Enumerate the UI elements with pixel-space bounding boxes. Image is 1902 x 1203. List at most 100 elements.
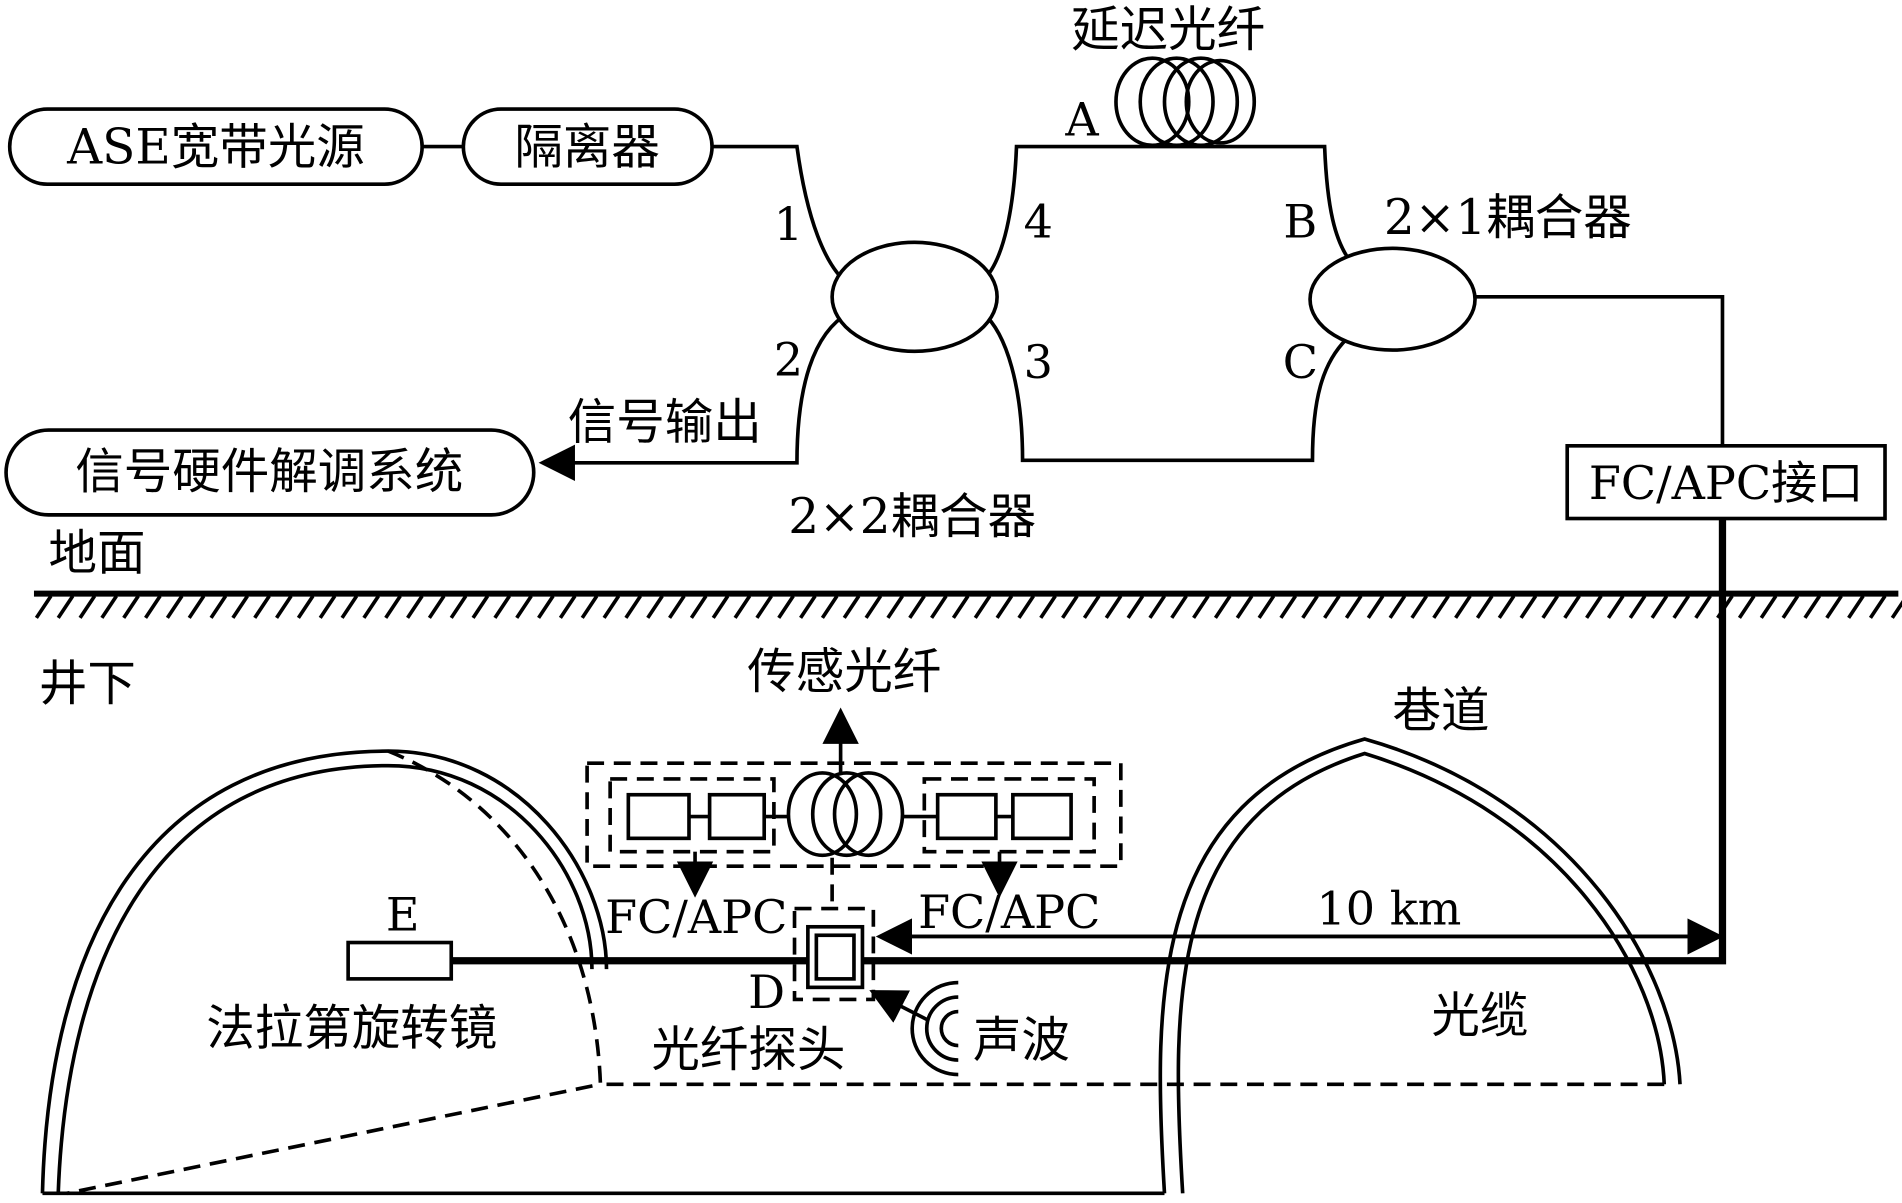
ground-hatch [1170, 595, 1188, 619]
ground-hatch [56, 595, 75, 619]
fiber-port4-arm [981, 144, 1354, 283]
coupler-2x1-label: 2×1耦合器 [1384, 190, 1632, 246]
ground-hatch [1410, 595, 1429, 619]
isolator-box: 隔离器 [461, 107, 714, 186]
ground-hatch [1366, 595, 1385, 619]
ground-hatch [1563, 595, 1581, 619]
sensing-fiber-coil-icon [786, 771, 905, 858]
ground-hatch [275, 595, 293, 619]
ground-hatch [515, 595, 533, 619]
ase-source-label: ASE宽带光源 [66, 120, 365, 176]
ground-hatch [1759, 595, 1778, 619]
ground-hatch [1585, 595, 1603, 619]
isolator-label: 隔离器 [514, 120, 660, 176]
ground-hatch [995, 595, 1014, 619]
ground-hatch [624, 595, 642, 619]
ground-hatch [362, 595, 380, 619]
tunnel-label: 巷道 [1393, 683, 1490, 739]
fiber-port2-output [538, 310, 851, 481]
port-3-label: 3 [1024, 335, 1053, 389]
ground-hatch [1650, 595, 1669, 619]
ground-hatch [1344, 595, 1363, 619]
ground-hatch [165, 595, 184, 619]
ground-hatch [1213, 595, 1232, 619]
fcapc-interface-label: FC/APC接口 [1589, 456, 1863, 510]
ground-hatch [1541, 595, 1560, 619]
port-B-label: B [1283, 194, 1317, 248]
signal-output-label: 信号输出 [568, 395, 762, 451]
fiber-port3-arm [981, 311, 1348, 463]
ground-hatch [1803, 595, 1822, 619]
ground-hatch [537, 595, 555, 619]
point-E-label: E [386, 887, 420, 941]
ground-hatch [449, 595, 468, 619]
ground-hatch [493, 595, 511, 619]
ground-hatch [1323, 595, 1341, 619]
ground-hatch [384, 595, 402, 619]
coupler-2x2 [830, 240, 999, 354]
coupler-2x2-label: 2×2耦合器 [788, 489, 1036, 545]
delay-fiber-coil-icon [1114, 56, 1257, 148]
ground-hatch [777, 595, 795, 619]
ground-label: 地面 [49, 525, 146, 581]
ground-hatch [1868, 595, 1887, 619]
ground-hatch [427, 595, 446, 619]
optical-cable [451, 518, 1727, 965]
point-D-label: D [748, 965, 785, 1019]
ground-hatch [1192, 595, 1210, 619]
probe-label: 光纤探头 [651, 1022, 845, 1078]
ground-hatch [1104, 595, 1123, 619]
ground-hatch [1847, 595, 1865, 619]
ground-hatch [340, 595, 359, 619]
sensing-fiber-label: 传感光纤 [747, 644, 941, 700]
ground-hatch [1825, 595, 1843, 619]
ase-source-box: ASE宽带光源 [7, 107, 424, 186]
ground-hatch [1781, 595, 1800, 619]
sound-wave-label: 声波 [973, 1012, 1070, 1068]
ground-hatch [318, 595, 337, 619]
ground-hatch [973, 595, 992, 619]
ground-hatch [1454, 595, 1472, 619]
ground-hatch [1694, 595, 1712, 619]
ground-hatch [1497, 595, 1516, 619]
ground-hatch [799, 595, 817, 619]
sound-wave-icon [869, 980, 959, 1077]
ground-hatch [755, 595, 773, 619]
ground-hatch [689, 595, 708, 619]
ground-hatch [253, 595, 271, 619]
ground-hatch [886, 595, 904, 619]
ground-hatch [231, 595, 249, 619]
fcapc-left-label: FC/APC [605, 890, 787, 944]
ground-hatch [558, 595, 577, 619]
tunnel [40, 737, 1682, 1196]
ground-hatch [1890, 600, 1902, 619]
ground-hatch [733, 595, 752, 619]
coupler-2x1 [1308, 246, 1477, 352]
ground-hatch [1606, 595, 1625, 619]
ground-hatch [1301, 595, 1319, 619]
port-C-label: C [1283, 335, 1318, 389]
ground-hatch [930, 595, 948, 619]
faraday-mirror-label: 法拉第旋转镜 [206, 1000, 497, 1056]
ground-hatch [209, 595, 228, 619]
delay-fiber-label: 延迟光纤 [1071, 2, 1265, 58]
port-2-label: 2 [774, 333, 803, 387]
ground-hatch [1126, 595, 1145, 619]
port-1-label: 1 [774, 197, 803, 251]
ground-hatch [34, 595, 53, 619]
ground-hatch [580, 595, 599, 619]
ground-hatch [100, 595, 118, 619]
ground-hatch [122, 595, 140, 619]
ground-hatch [1279, 595, 1298, 619]
sensing-module [585, 707, 1123, 909]
ground-hatch [1672, 595, 1691, 619]
faraday-mirror-box [346, 940, 454, 981]
demodulation-system-box: 信号硬件解调系统 [4, 428, 536, 517]
ground-hatch [908, 595, 926, 619]
port-4-label: 4 [1024, 194, 1053, 248]
ground-hatch [864, 595, 883, 619]
fcapc-right-label: FC/APC [918, 885, 1100, 939]
ground-hatch [1082, 595, 1101, 619]
ground-hatch [1257, 595, 1276, 619]
